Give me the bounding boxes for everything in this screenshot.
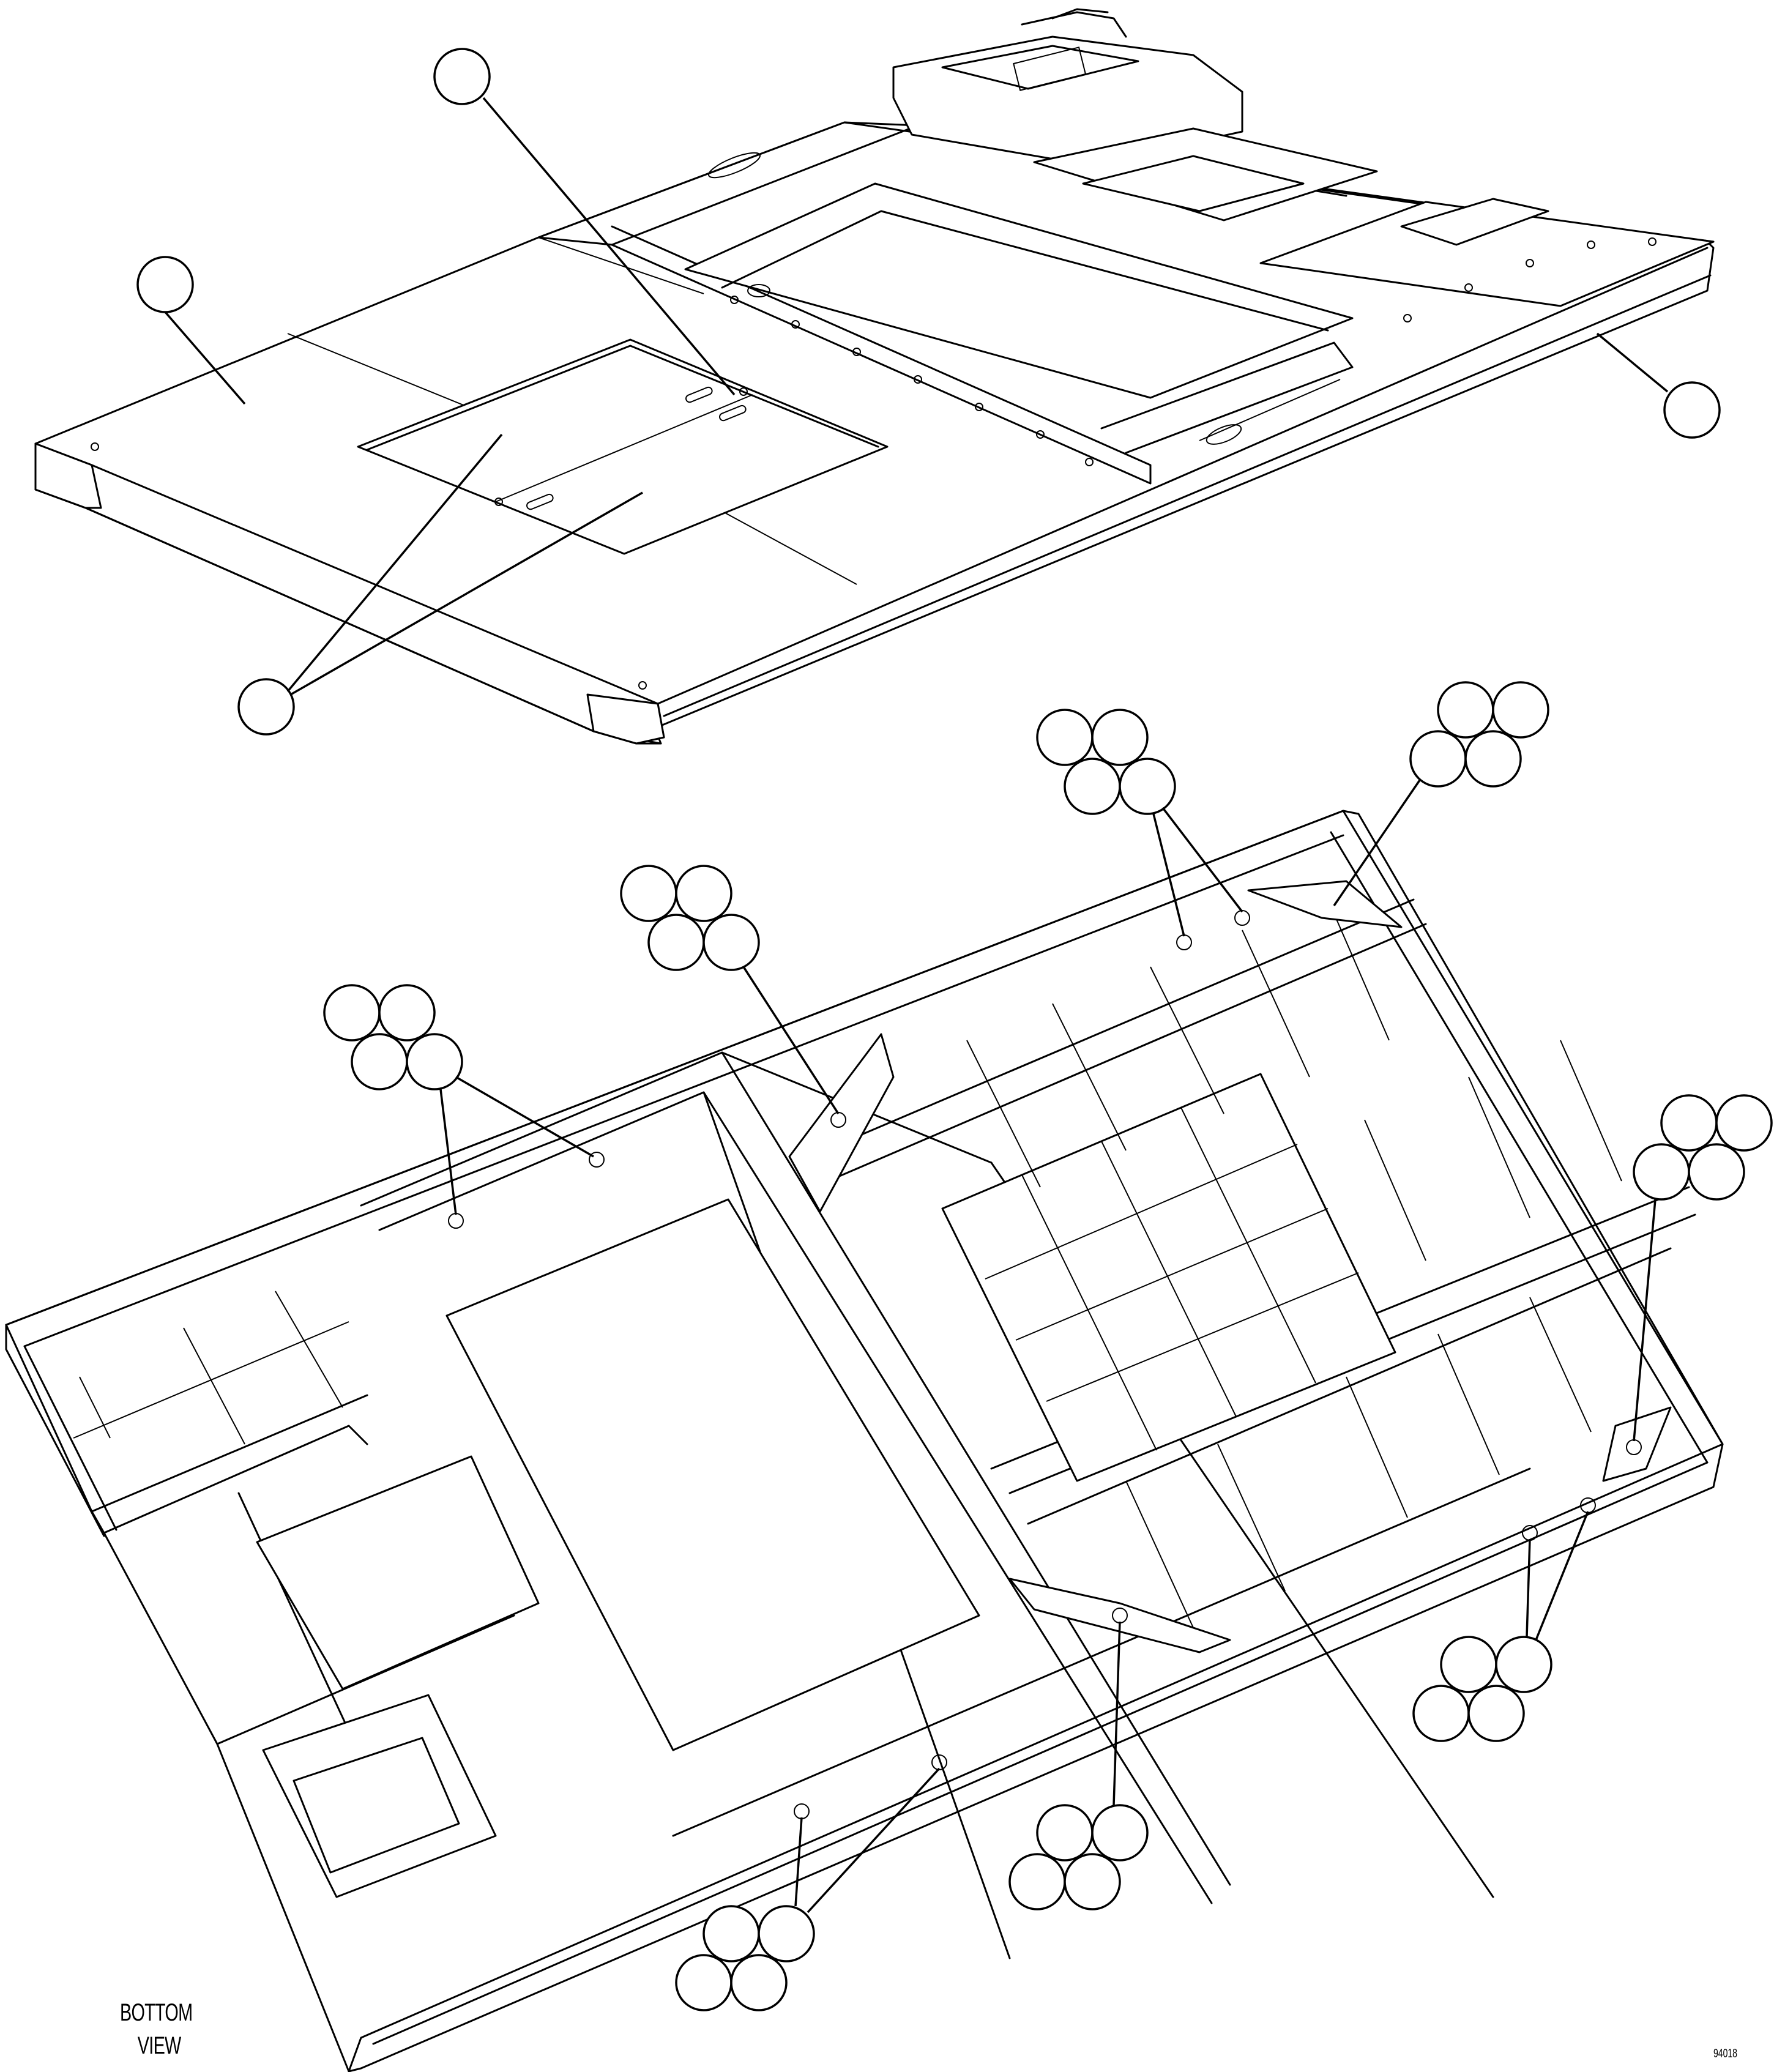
callout-cluster-8 (675, 1767, 941, 2011)
gusset-plate-right (1247, 880, 1403, 928)
mount-plate (262, 1694, 497, 1898)
drawing-number: 94018 (1713, 2047, 1737, 2060)
bottom-assembly (5, 681, 1773, 2072)
view-label-line1: BOTTOM (120, 1999, 193, 2026)
callout-top-deck (136, 256, 246, 405)
view-label: BOTTOM VIEW (120, 1996, 193, 2062)
gusset-plate-upper (788, 1033, 895, 1213)
top-assembly (34, 8, 1721, 745)
callout-cluster-3 (1036, 709, 1243, 937)
callout-cluster-1 (323, 984, 594, 1215)
ribs-right (966, 899, 1622, 1628)
view-label-line2: VIEW (137, 2032, 181, 2059)
ribs-left (73, 1291, 349, 1445)
callout-top-side-rail (1596, 332, 1721, 439)
grid-panel (941, 1073, 1396, 1482)
center-bay (445, 1198, 980, 1751)
callout-cluster-6 (1412, 1511, 1589, 1742)
top-bolt-holes (91, 237, 1657, 690)
gusset-plate-lower (1008, 1578, 1231, 1653)
callout-cluster-5 (1633, 1094, 1773, 1442)
callout-cluster-7 (1008, 1621, 1149, 1910)
callout-top-frame (433, 48, 736, 396)
callout-cluster-4 (1333, 681, 1549, 906)
cover-slot-holes (494, 386, 748, 510)
access-cover-panel (357, 338, 889, 555)
callout-cluster-2 (620, 865, 840, 1114)
callout-access-covers (237, 433, 643, 736)
